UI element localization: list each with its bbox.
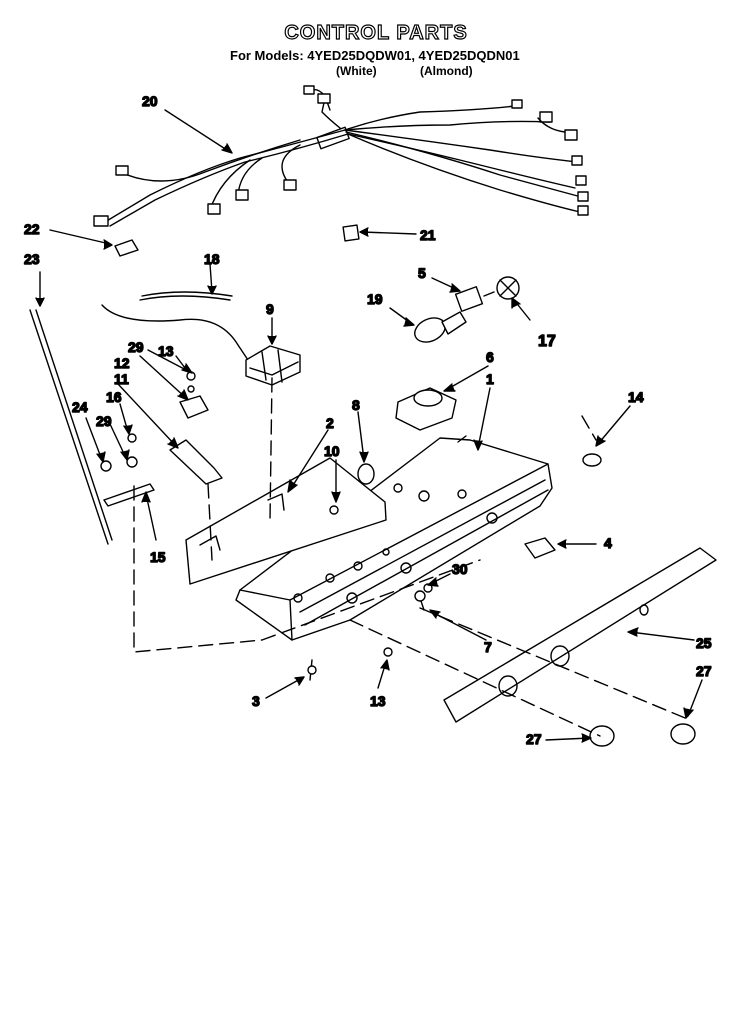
color-white-label: (White) (336, 64, 377, 78)
capillary-tube-18 (139, 295, 231, 301)
bracket-21 (342, 224, 360, 242)
callout-7: 7 (484, 639, 492, 655)
fasteners (307, 453, 602, 681)
callout-11: 11 (114, 371, 129, 387)
callout-14: 14 (628, 389, 644, 405)
callout-22: 22 (24, 221, 40, 237)
strip-23 (29, 309, 109, 545)
callout-5: 5 (418, 265, 426, 281)
callout-12: 12 (114, 355, 130, 371)
callout-2: 2 (326, 415, 334, 431)
light-socket-group (414, 276, 520, 343)
callout-19: 19 (367, 291, 383, 307)
callout-30: 30 (452, 561, 468, 577)
clip-22 (114, 239, 139, 257)
models-line: For Models: 4YED25DQDW01, 4YED25DQDN01 (230, 48, 520, 63)
callout-13-lower: 13 (370, 693, 386, 709)
callout-20: 20 (142, 93, 158, 109)
callout-16: 16 (106, 389, 122, 405)
callout-23: 23 (24, 251, 40, 267)
callout-15: 15 (150, 549, 166, 565)
callout-8: 8 (352, 397, 360, 413)
callout-21: 21 (420, 227, 436, 243)
callout-29-lower: 29 (96, 413, 112, 429)
callout-10: 10 (324, 443, 340, 459)
callout-6: 6 (486, 349, 494, 365)
callout-24: 24 (72, 399, 88, 415)
thermostat-9 (245, 345, 301, 386)
callout-27-left: 27 (526, 731, 542, 747)
callout-3: 3 (252, 693, 260, 709)
light-shield-8 (357, 463, 375, 485)
callout-1: 1 (486, 371, 494, 387)
callout-9: 9 (266, 301, 274, 317)
wiring-harness (93, 85, 589, 227)
callout-25: 25 (696, 635, 712, 651)
callout-13-upper: 13 (158, 343, 174, 359)
color-almond-label: (Almond) (420, 64, 473, 78)
control-housing-1 (187, 435, 553, 641)
callout-29-upper: 29 (128, 339, 144, 355)
callout-27-right: 27 (696, 663, 712, 679)
callout-17: 17 (538, 333, 556, 350)
callout-18: 18 (204, 251, 220, 267)
knobs-27 (589, 723, 696, 747)
page-title: CONTROL PARTS (284, 21, 468, 44)
leader-arrows (35, 109, 703, 743)
alignment-lines (133, 377, 691, 737)
callout-4: 4 (604, 535, 612, 551)
cold-control-6 (395, 387, 457, 431)
